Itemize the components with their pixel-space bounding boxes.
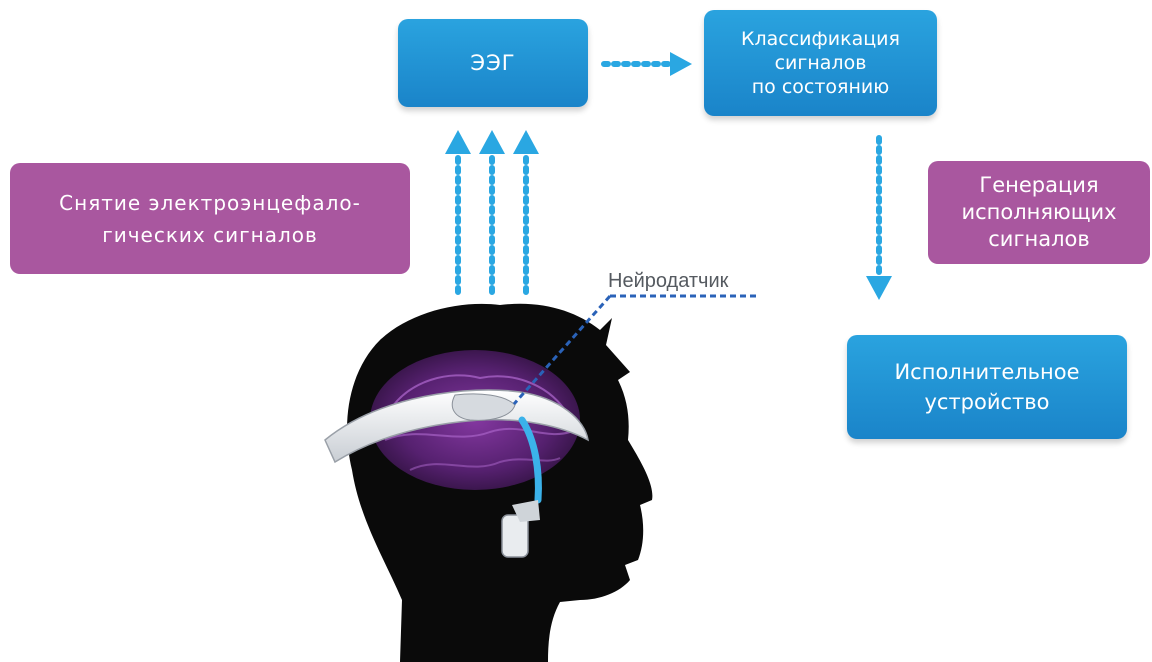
signal-recording-box: Снятие электроэнцефало- гических сигнало… [10, 163, 410, 274]
neurosensor-label: Нейродатчик [608, 270, 729, 292]
classification-box: Классификация сигналов по состоянию [704, 10, 937, 116]
actuator-device-box: Исполнительное устройство [847, 335, 1127, 439]
signal-generation-box: Генерация исполняющих сигналов [928, 161, 1150, 264]
eeg-headband [324, 389, 589, 464]
arrow-classification-to-device [866, 135, 892, 300]
ear-clip-sensor [501, 416, 542, 558]
arrow-eeg-to-classification [601, 52, 692, 76]
arrows-head-to-eeg [445, 130, 539, 295]
eeg-box: ЭЭГ [398, 19, 588, 107]
neurosensor-pointer [512, 294, 760, 405]
